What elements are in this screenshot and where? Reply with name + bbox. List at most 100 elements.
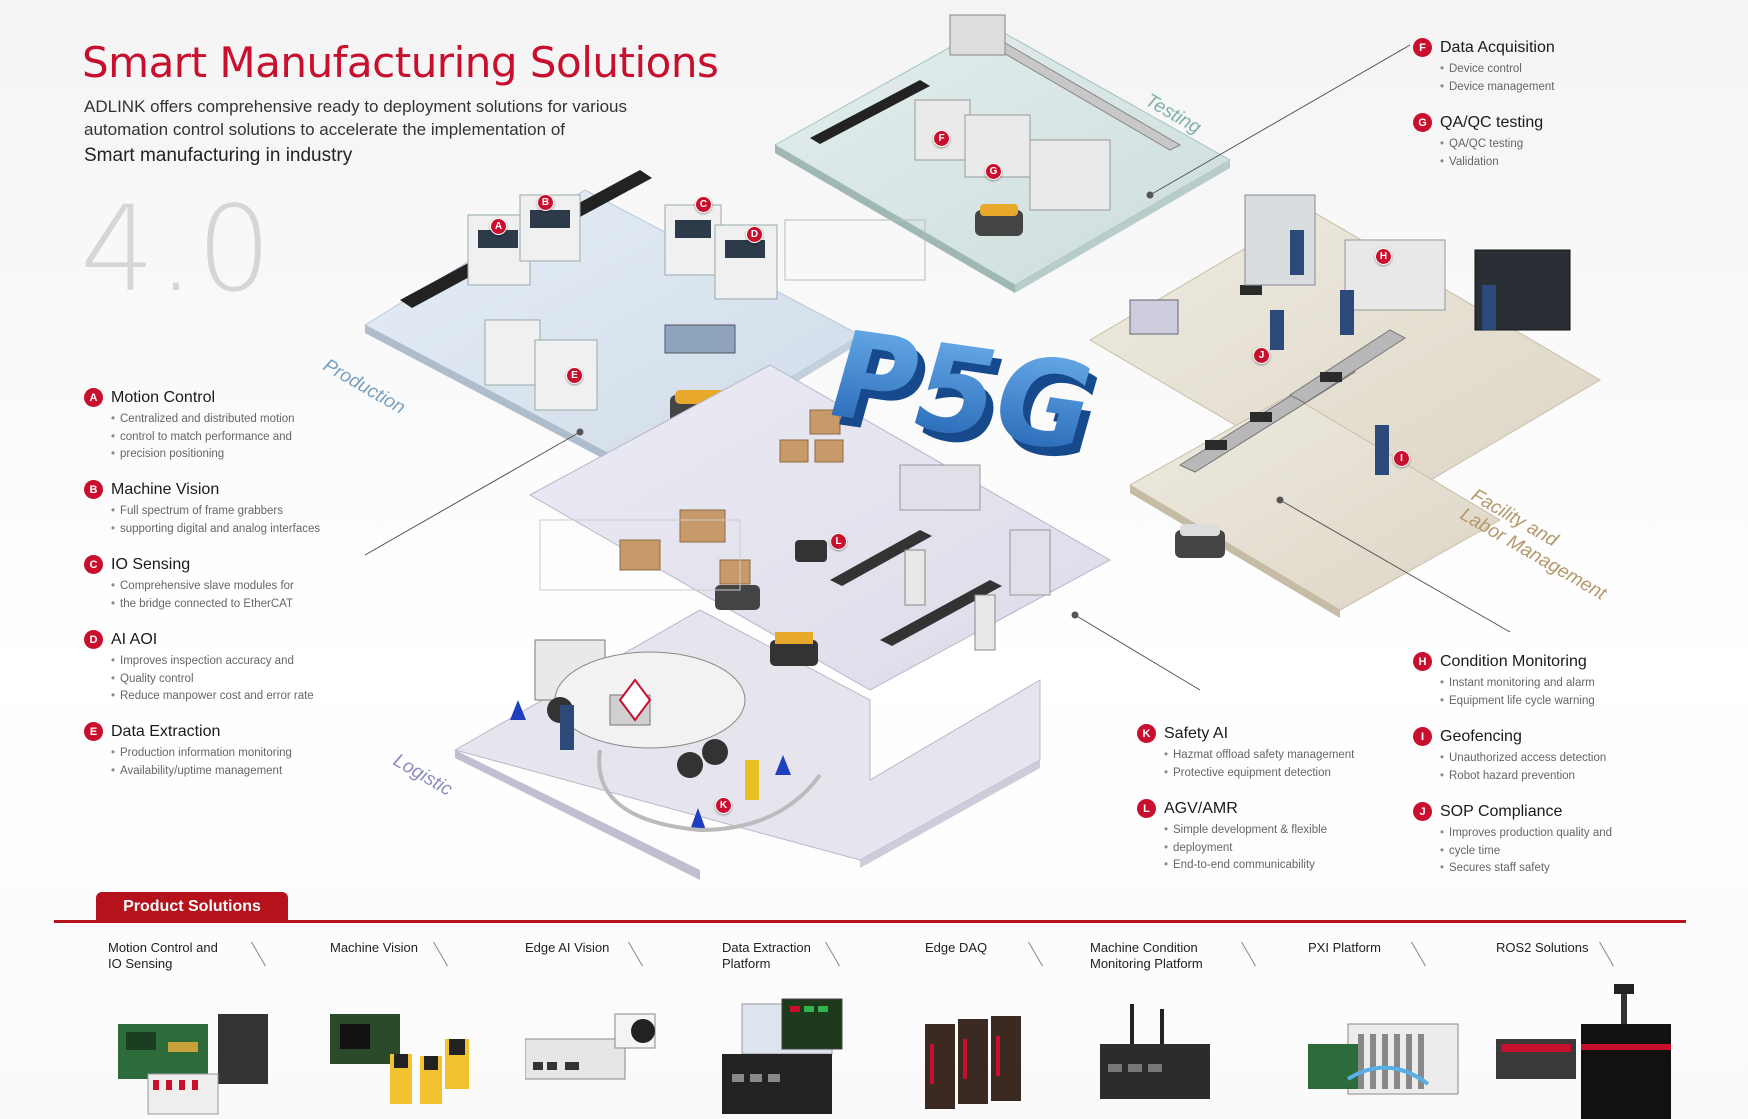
scene-badge-d: D: [746, 226, 763, 243]
product-label: PXI Platform: [1308, 940, 1381, 955]
product-5[interactable]: Edge DAQ: [925, 940, 1115, 1115]
product-image: [330, 1014, 469, 1104]
legend-entry-header: E Data Extraction: [84, 722, 292, 741]
scene-badge-k: K: [715, 797, 732, 814]
page-title: Smart Manufacturing Solutions: [82, 38, 719, 87]
legend-entry-items: Improves production quality andcycle tim…: [1440, 825, 1612, 878]
letter-badge: H: [1413, 652, 1432, 671]
product-3[interactable]: Edge AI Vision: [525, 940, 715, 1115]
product-image: [525, 1013, 656, 1080]
legend-item: Secures staff safety: [1440, 860, 1612, 878]
legend-item: Quality control: [111, 671, 314, 689]
product-label: ROS2 Solutions: [1496, 940, 1589, 955]
legend-item: Device management: [1440, 79, 1555, 97]
scene-badge-h: H: [1375, 248, 1392, 265]
letter-badge: A: [84, 388, 103, 407]
legend-entry-items: Improves inspection accuracy andQuality …: [111, 653, 314, 706]
legend-entry-name: QA/QC testing: [1440, 113, 1544, 131]
letter-badge: J: [1413, 802, 1432, 821]
letter-badge: B: [84, 480, 103, 499]
legend-entry-name: Condition Monitoring: [1440, 652, 1587, 670]
product-label: Edge DAQ: [925, 940, 988, 955]
p5g-emblem: P5G P5G: [813, 305, 1116, 487]
product-image: [722, 998, 843, 1114]
legend-item: control to match performance and: [111, 429, 295, 447]
legend-entry-items: QA/QC testingValidation: [1440, 136, 1543, 172]
legend-entry-d: D AI AOI Improves inspection accuracy andQ…: [84, 630, 314, 706]
scene-badge-a: A: [490, 218, 507, 235]
letter-badge: E: [84, 722, 103, 741]
production-platform: [363, 170, 862, 478]
legend-item: Equipment life cycle warning: [1440, 693, 1595, 711]
product-image: [925, 1016, 1021, 1109]
product-8[interactable]: ROS2 Solutions: [1496, 940, 1686, 1119]
legend-entry-items: Device controlDevice management: [1440, 61, 1555, 97]
legend-entry-name: AI AOI: [111, 630, 158, 648]
testing-platform: [773, 14, 1232, 293]
legend-item: Full spectrum of frame grabbers: [111, 503, 320, 521]
letter-badge: D: [84, 630, 103, 649]
legend-entry-header: I Geofencing: [1413, 727, 1606, 746]
legend-entry-g: GQA/QC testingQA/QC testingValidation: [1413, 113, 1543, 171]
product-image: [118, 1014, 268, 1115]
zone-label-testing: Testing: [1141, 90, 1205, 139]
scene-badge-f: F: [933, 130, 950, 147]
legend-entry-name: AGV/AMR: [1164, 799, 1238, 817]
industry-version: 4.0: [80, 180, 274, 318]
legend-item: Improves production quality and: [1440, 825, 1612, 843]
scene-badge-c: C: [695, 196, 712, 213]
product-2[interactable]: Machine Vision: [330, 940, 520, 1115]
legend-entry-i: I GeofencingUnauthorized access detection…: [1413, 727, 1606, 785]
letter-badge: I: [1413, 727, 1432, 746]
legend-item: Availability/uptime management: [111, 763, 292, 781]
letter-badge: C: [84, 555, 103, 574]
legend-entry-name: Geofencing: [1440, 727, 1522, 745]
legend-entry-h: H Condition MonitoringInstant monitoring …: [1413, 652, 1595, 710]
legend-item: Device control: [1440, 61, 1555, 79]
zone-label-facility: Facility and Labor Management: [1456, 485, 1621, 605]
product-image: [1100, 1004, 1210, 1099]
product-solutions-tab: Product Solutions: [96, 892, 288, 922]
product-label: Motion Control and IO Sensing: [108, 940, 218, 971]
legend-entry-header: J SOP Compliance: [1413, 802, 1612, 821]
product-7[interactable]: PXI Platform: [1308, 940, 1498, 1115]
legend-entry-name: Data Extraction: [111, 722, 221, 740]
product-4[interactable]: Data Extraction Platform: [722, 940, 912, 1115]
legend-entry-name: Safety AI: [1164, 724, 1229, 742]
product-6[interactable]: Machine Condition Monitoring Platform: [1090, 940, 1280, 1115]
legend-entry-name: SOP Compliance: [1440, 802, 1563, 820]
zone-label-production: Production: [319, 355, 409, 419]
logistic-platform: [453, 364, 1112, 880]
intro-line-1: ADLINK offers comprehensive ready to dep…: [84, 97, 628, 116]
legend-item: Protective equipment detection: [1164, 765, 1354, 783]
intro-line-2: automation control solutions to accelera…: [84, 120, 565, 139]
legend-item: Validation: [1440, 154, 1543, 172]
scene-badge-i: I: [1393, 450, 1410, 467]
legend-entry-items: Production information monitoringAvailab…: [111, 745, 292, 781]
legend-entry-e: E Data ExtractionProduction information m…: [84, 722, 292, 780]
legend-entry-items: Simple development & flexibledeploymentE…: [1164, 822, 1327, 875]
legend-item: QA/QC testing: [1440, 136, 1543, 154]
legend-item: deployment: [1164, 840, 1327, 858]
product-label: Machine Vision: [330, 940, 418, 955]
legend-item: Simple development & flexible: [1164, 822, 1327, 840]
product-image: [1496, 984, 1671, 1119]
product-divider: [54, 920, 1686, 923]
product-label: Edge AI Vision: [525, 940, 610, 955]
scene-badge-e: E: [566, 367, 583, 384]
legend-entry-items: Centralized and distributed motioncontro…: [111, 411, 295, 464]
scene-badge-g: G: [985, 163, 1002, 180]
legend-item: Unauthorized access detection: [1440, 750, 1606, 768]
product-1[interactable]: Motion Control and IO Sensing: [108, 940, 298, 1115]
legend-entry-items: Instant monitoring and alarmEquipment li…: [1440, 675, 1595, 711]
legend-entry-name: Data Acquisition: [1440, 38, 1555, 56]
legend-item: Instant monitoring and alarm: [1440, 675, 1595, 693]
